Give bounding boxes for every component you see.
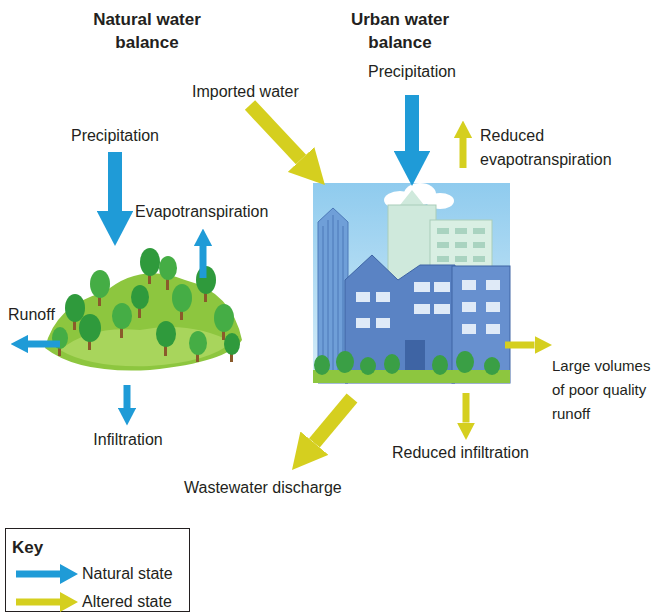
window (486, 324, 500, 334)
legend-title: Key (12, 536, 92, 559)
window (437, 256, 449, 262)
tree-crown (172, 284, 192, 312)
window (473, 256, 485, 262)
legend-text: Altered state (82, 590, 172, 614)
infiltration-arrow (463, 393, 470, 423)
tree-crown (112, 303, 132, 329)
city-illustration (313, 183, 510, 383)
tree-crown (336, 351, 354, 373)
tower-spire (400, 190, 424, 205)
runoff-arrow (28, 341, 60, 348)
window (414, 282, 430, 292)
infiltration-arrow (124, 385, 131, 408)
house-windows (356, 280, 500, 334)
tree-crown (156, 321, 176, 347)
tree-crown (432, 355, 448, 375)
flow-arrows (28, 95, 535, 443)
window (437, 242, 449, 248)
flow-label: Reduced infiltration (392, 441, 592, 465)
window (414, 304, 430, 314)
swatch-arrow (16, 592, 78, 612)
tree-crown (224, 333, 240, 355)
flow-label: Infiltration (78, 428, 178, 452)
window (473, 228, 485, 234)
tree-crown (484, 357, 500, 375)
legend-row: Natural state (6, 562, 189, 586)
window (455, 228, 467, 234)
tree-crown (159, 256, 177, 280)
street-trees (314, 351, 500, 375)
window (473, 242, 485, 248)
landscape-illustration (45, 248, 242, 371)
flow-label: Precipitation (60, 124, 170, 148)
side-building (452, 266, 510, 383)
flow-label: Reduced evapotranspiration (480, 124, 630, 172)
door (405, 340, 425, 370)
tree-crown (214, 304, 234, 332)
legend-swatch (14, 563, 80, 585)
flow-label: Wastewater discharge (184, 476, 404, 500)
section-heading: Urban water balance (335, 8, 465, 54)
window (486, 280, 500, 290)
window (462, 280, 476, 290)
evapotranspiration-arrow (460, 138, 467, 168)
window (486, 302, 500, 312)
flow-label: Large volumes of poor quality runoff (552, 354, 653, 426)
stripe (328, 220, 329, 380)
legend-row: Altered state (6, 590, 189, 614)
tree-crown (456, 351, 474, 373)
window (455, 256, 467, 262)
window (434, 282, 450, 292)
tree-crown (314, 355, 330, 375)
evapotranspiration-arrow (200, 246, 207, 278)
tree-crown (384, 354, 400, 374)
tree-crown (360, 357, 376, 375)
tree-crown (79, 314, 101, 342)
main-house (345, 255, 455, 383)
tree-crown (140, 248, 160, 276)
precipitation-arrow (108, 152, 122, 211)
window (356, 318, 370, 328)
window (462, 302, 476, 312)
tree-crown (90, 270, 110, 298)
flow-label: Evapotranspiration (135, 200, 315, 224)
window-grid (437, 228, 485, 262)
swatch-arrow (16, 564, 78, 584)
legend-text: Natural state (82, 562, 173, 586)
legend-swatch (14, 591, 80, 613)
tree-crown (65, 294, 85, 322)
stripe (333, 215, 334, 380)
flow-label: Runoff (8, 303, 88, 327)
runoff-arrow (505, 342, 535, 349)
flow-label: Precipitation (357, 60, 467, 84)
tree-group (52, 248, 240, 362)
window (376, 292, 390, 302)
tree-crown (131, 285, 149, 309)
flow-label: Imported water (192, 80, 352, 104)
tree-crown (189, 331, 207, 355)
window (455, 242, 467, 248)
sky (313, 183, 510, 383)
window (356, 292, 370, 302)
window (462, 324, 476, 334)
wastewater-arrow (314, 398, 352, 443)
window (376, 318, 390, 328)
imported-water-arrow (250, 105, 301, 160)
window (437, 228, 449, 234)
precipitation-arrow (405, 95, 419, 151)
window (434, 304, 450, 314)
section-heading: Natural water balance (82, 8, 212, 54)
